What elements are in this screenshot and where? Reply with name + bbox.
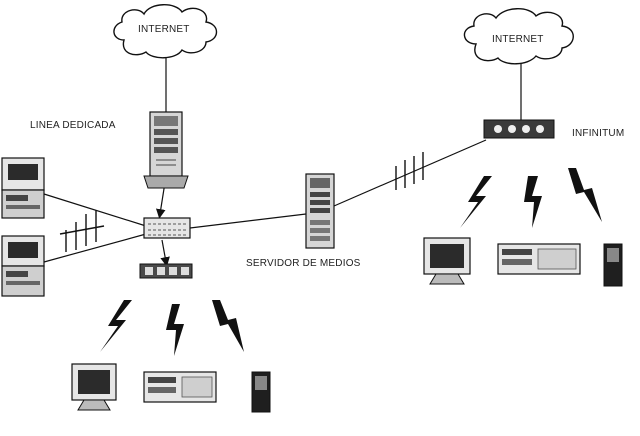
wireless-access-point-icon — [139, 263, 193, 279]
cloud-icon — [463, 8, 574, 65]
crt-monitor-icon — [71, 363, 117, 411]
pda-icon — [251, 371, 271, 413]
lightning-bolt-icon — [568, 168, 602, 222]
dsl-modem-icon — [483, 119, 555, 139]
pda-icon — [603, 243, 623, 287]
link-pc1-to-switch — [43, 193, 147, 227]
server-tower-icon — [143, 111, 189, 189]
link-media-server-to-modem — [333, 139, 487, 207]
link-switch-to-media-server — [189, 213, 307, 229]
cloud-icon — [113, 4, 218, 59]
desktop-computer-icon — [1, 235, 45, 297]
server-tower-icon — [305, 173, 335, 249]
internet-label-right: INTERNET — [492, 34, 544, 45]
desktop-computer-icon — [1, 157, 45, 219]
connection-lines — [43, 56, 522, 267]
link-switch-to-ap — [160, 239, 170, 267]
crt-monitor-icon — [423, 237, 471, 285]
internet-label-left: INTERNET — [138, 24, 190, 35]
media-server-label: SERVIDOR DE MEDIOS — [246, 258, 361, 269]
lightning-bolt-icon — [460, 176, 492, 228]
lightning-bolt-icon — [212, 300, 244, 352]
infinitum-label: INFINITUM — [572, 128, 625, 139]
network-switch-icon — [143, 217, 191, 239]
firewall-icon — [59, 210, 105, 252]
link-pc2-to-switch — [43, 233, 147, 263]
dedicated-line-label: LINEA DEDICADA — [30, 120, 116, 131]
lightning-bolt-icon — [166, 304, 184, 356]
desktop-computer-icon — [497, 243, 581, 275]
firewall-icon — [395, 152, 424, 190]
desktop-computer-icon — [143, 371, 217, 403]
lightning-bolt-icon — [100, 300, 132, 352]
lightning-bolt-icon — [524, 176, 542, 228]
